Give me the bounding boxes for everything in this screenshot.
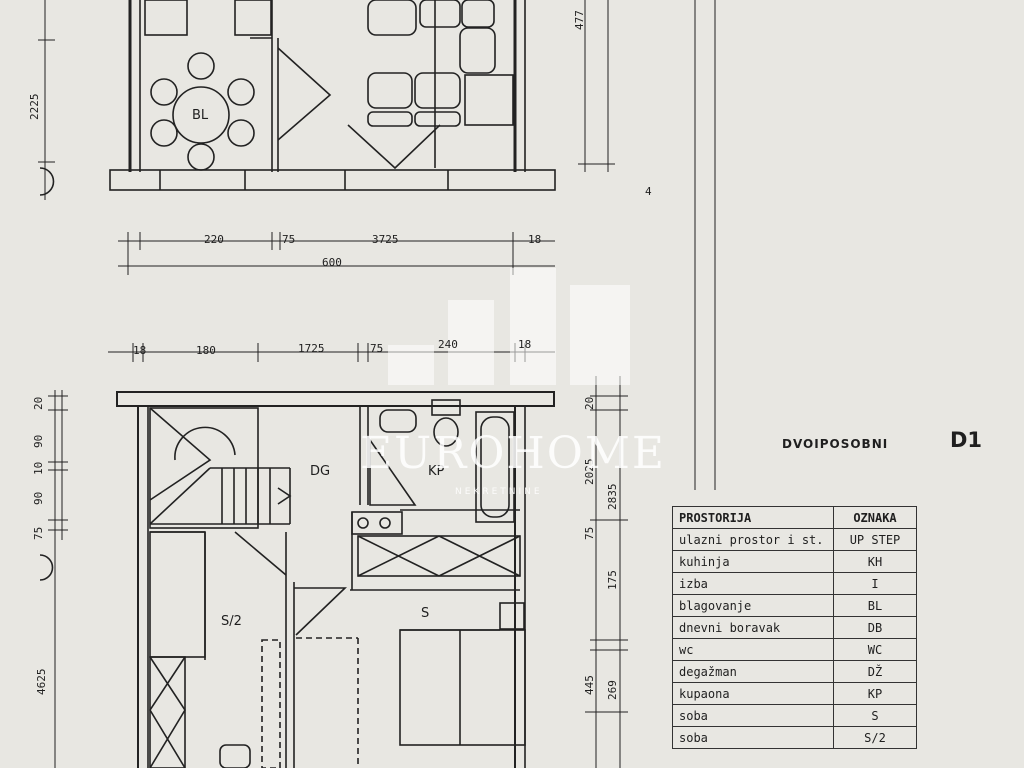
dim-top-18: 18 — [528, 233, 542, 246]
dining-table — [172, 86, 230, 144]
dim-top-4: 4 — [645, 185, 652, 198]
watermark-brand: EUROHOME — [360, 428, 667, 479]
dim-top-75: 75 — [282, 233, 296, 246]
lower-floor-plan — [39, 167, 628, 768]
legend-code: WC — [833, 638, 917, 661]
apartment-code: D1 — [950, 428, 983, 452]
dim-left-2225: 2225 — [28, 93, 41, 121]
apartment-name: DVOIPOSOBNI — [782, 437, 889, 451]
legend-code: S — [833, 704, 917, 727]
watermark-logo — [388, 268, 630, 385]
legend-code: DŽ — [833, 660, 917, 683]
dim-mid-18b: 18 — [518, 338, 532, 351]
dim-right-477: 477 — [573, 10, 586, 30]
legend-room: soba — [672, 704, 834, 727]
dim-mid-75: 75 — [370, 342, 384, 355]
legend-code: BL — [833, 594, 917, 617]
legend-room: wc — [672, 638, 834, 661]
room-label-room-s: S — [421, 606, 430, 621]
legend-room: kupaona — [672, 682, 834, 705]
dim-top-600: 600 — [322, 256, 342, 269]
dim-mid-18: 18 — [133, 344, 147, 357]
dim-left-10: 10 — [32, 461, 45, 475]
legend-code: KP — [833, 682, 917, 705]
legend-code: S/2 — [833, 726, 917, 749]
upper-floor-plan — [38, 0, 716, 490]
legend-code: DB — [833, 616, 917, 639]
legend-room: izba — [672, 572, 834, 595]
legend-code: KH — [833, 550, 917, 573]
dim-right-2835: 2835 — [606, 483, 619, 511]
dim-right-20: 20 — [583, 396, 596, 410]
dim-right-75: 75 — [583, 526, 596, 540]
legend-header-row: PROSTORIJA OZNAKA — [672, 506, 917, 529]
watermark-subtitle: NEKRETNINE — [455, 487, 543, 497]
legend-row: ulazni prostor i st.UP STEP — [672, 528, 917, 551]
room-label-bathroom: KP — [428, 464, 445, 479]
dim-left-90b: 90 — [32, 491, 45, 505]
dim-left-20: 20 — [32, 396, 45, 410]
room-label-room-s2: S/2 — [221, 614, 242, 629]
legend-room: ulazni prostor i st. — [672, 528, 834, 551]
dim-mid-180: 180 — [196, 344, 216, 357]
dim-right-175: 175 — [606, 570, 619, 590]
dim-left-4625: 4625 — [35, 668, 48, 696]
room-label-dining: BL — [192, 108, 209, 123]
upper-dimension-lines — [118, 232, 555, 275]
room-legend-table: PROSTORIJA OZNAKA ulazni prostor i st.UP… — [672, 506, 917, 749]
legend-header-room: PROSTORIJA — [672, 506, 834, 529]
legend-header-code: OZNAKA — [833, 506, 917, 529]
legend-code: I — [833, 572, 917, 595]
room-label-hallway: DG — [310, 464, 331, 479]
dim-mid-1725: 1725 — [298, 342, 325, 355]
legend-room: blagovanje — [672, 594, 834, 617]
legend-room: degažman — [672, 660, 834, 683]
legend-code: UP STEP — [833, 528, 917, 551]
dim-top-220: 220 — [204, 233, 224, 246]
dim-left-75: 75 — [32, 526, 45, 540]
legend-room: kuhinja — [672, 550, 834, 573]
legend-room: dnevni boravak — [672, 616, 834, 639]
dim-left-90: 90 — [32, 434, 45, 448]
dim-mid-240: 240 — [438, 338, 458, 351]
dim-right-445: 445 — [583, 675, 596, 695]
dim-top-3725: 3725 — [372, 233, 399, 246]
legend-room: soba — [672, 726, 834, 749]
dim-right-269: 269 — [606, 680, 619, 700]
